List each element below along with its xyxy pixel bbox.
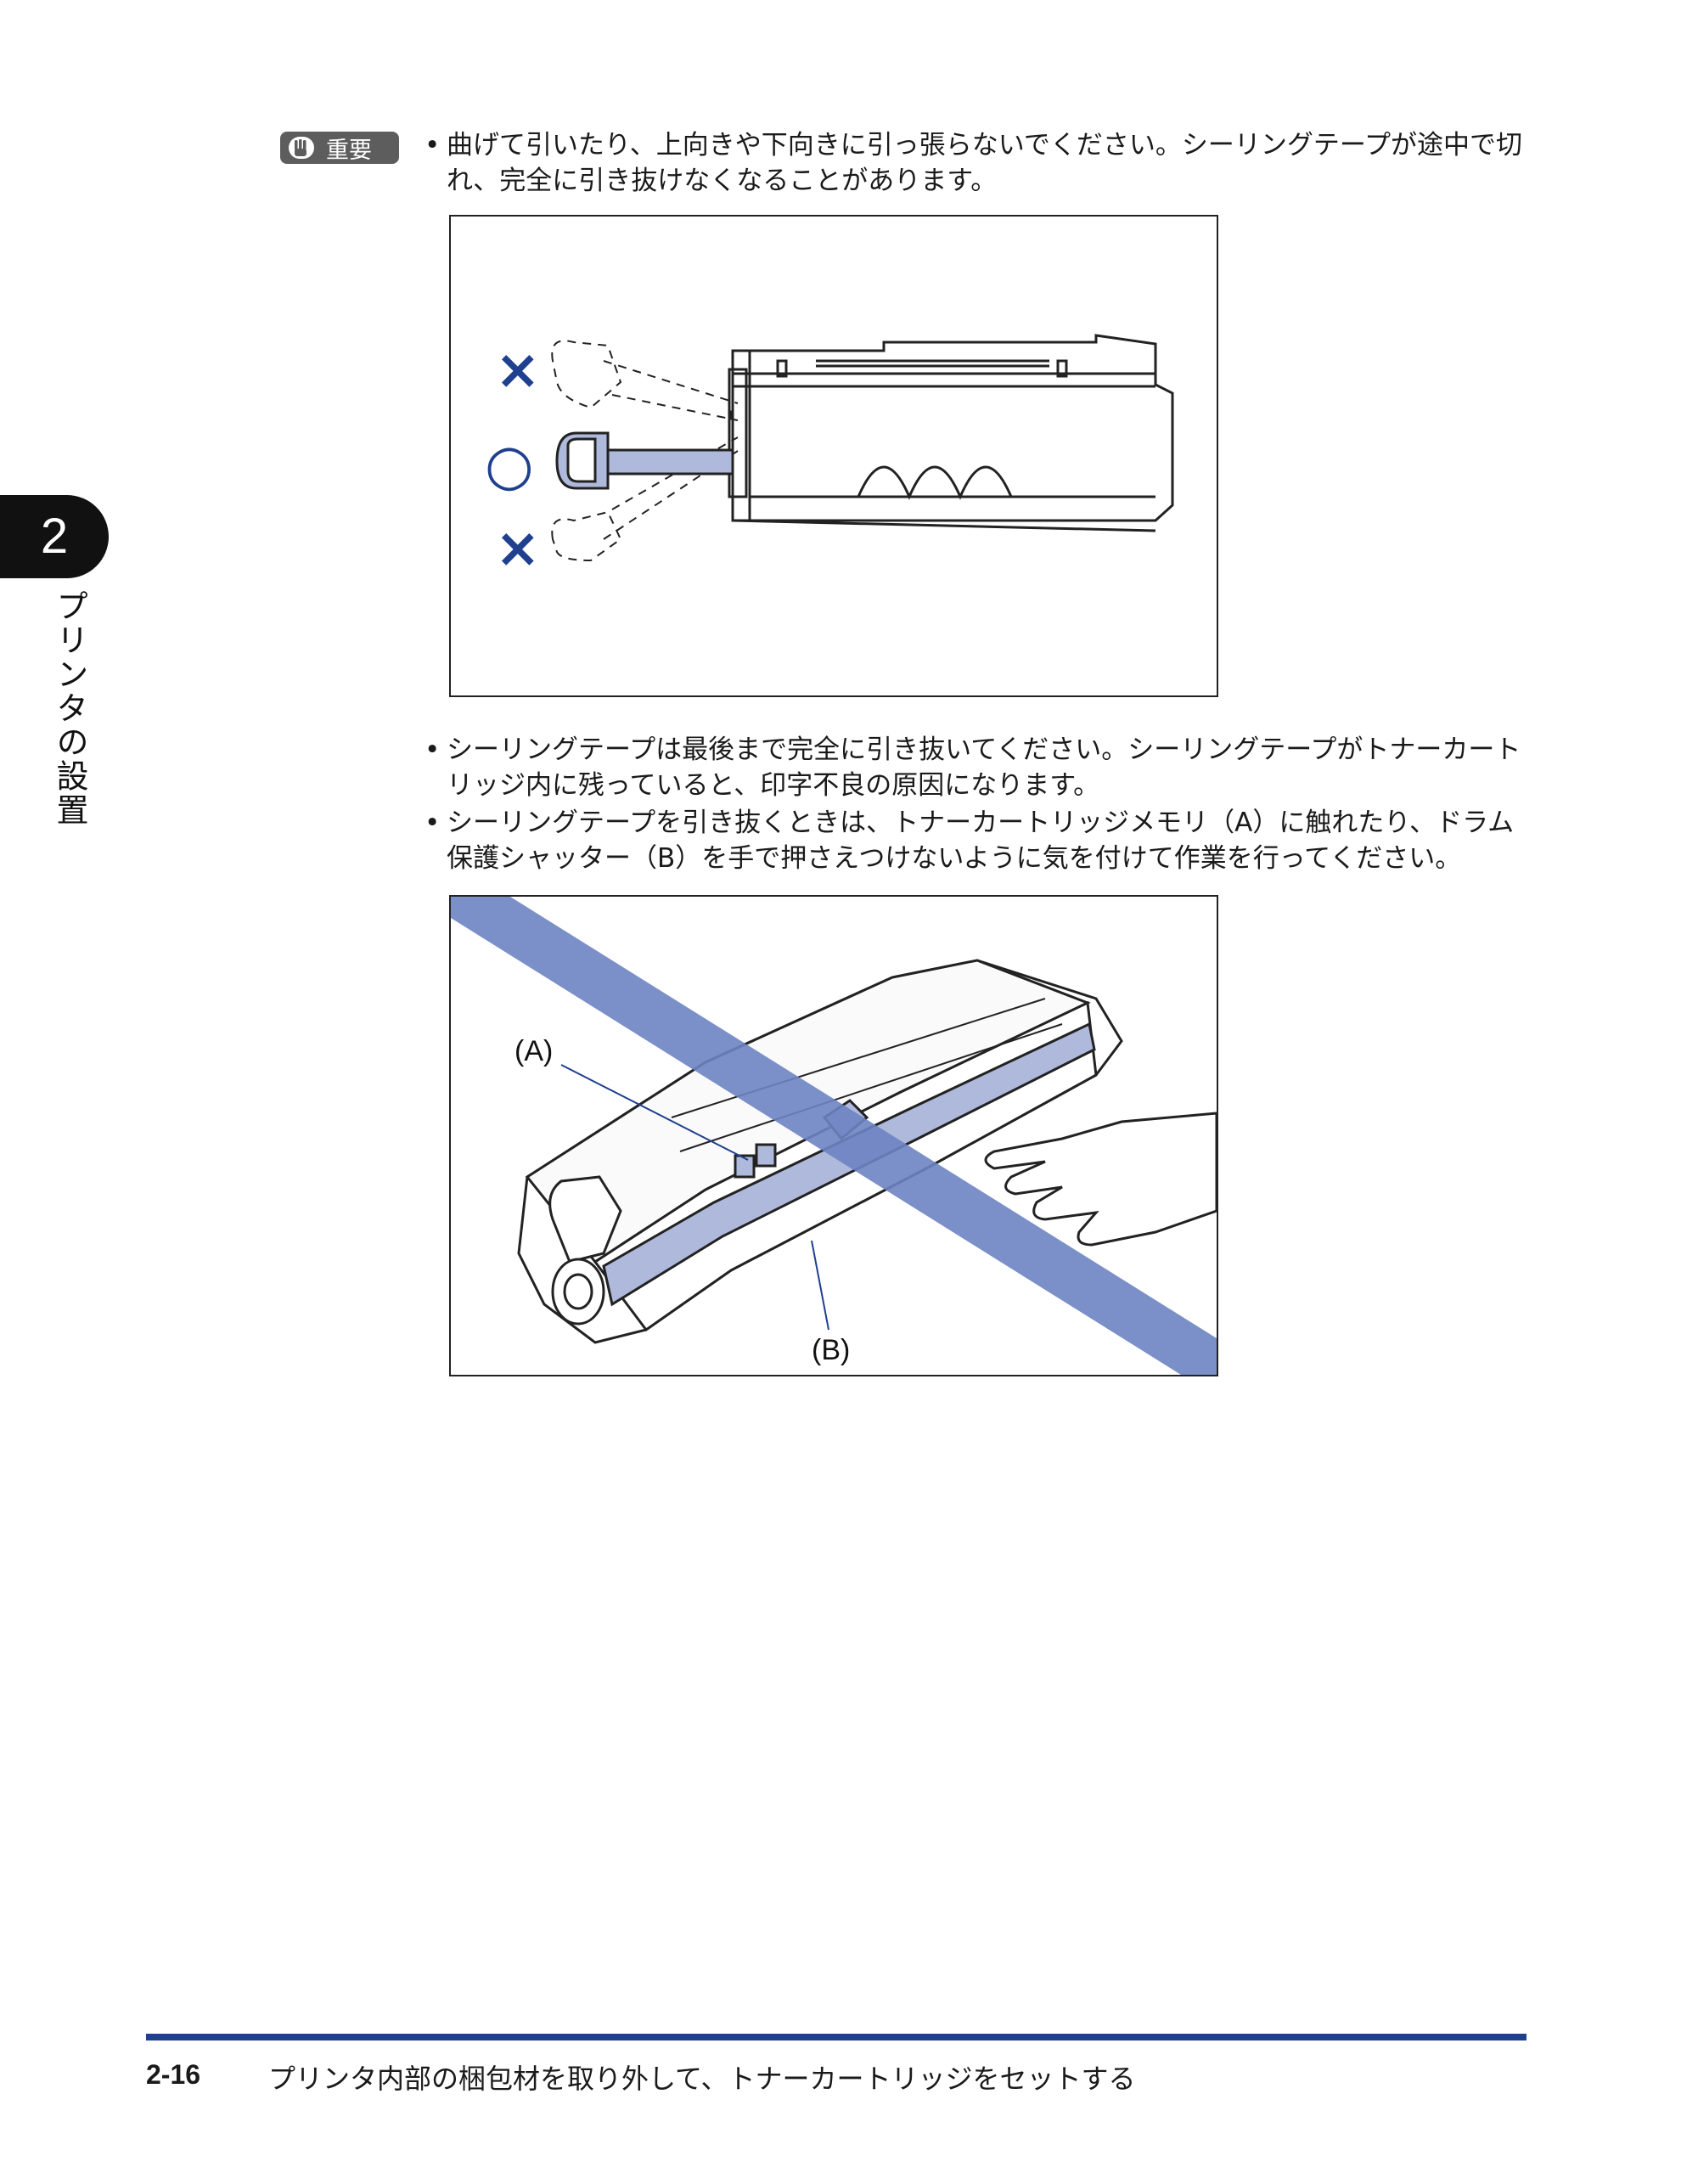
bullet-marker: •: [424, 130, 441, 160]
footer-rule: [146, 2034, 1527, 2040]
cartridge-warning-figure: (A) (B): [449, 895, 1218, 1376]
bullet-text: シーリングテープは最後まで完全に引き抜いてください。シーリングテープがトナーカー…: [447, 735, 1521, 801]
chapter-title: プリンタの設置: [51, 589, 88, 827]
wrong-mark-top: ×: [495, 339, 541, 402]
hand-stop-icon: [289, 137, 314, 159]
bullet-text: シーリングテープを引き抜くときは、トナーカートリッジメモリ（A）に触れたり、ドラ…: [447, 808, 1515, 874]
correct-mark: ○: [485, 432, 534, 498]
important-badge: 重要: [280, 132, 399, 164]
important-label: 重要: [326, 137, 372, 164]
hand-illustration: [984, 1112, 1217, 1247]
bullet-text: 曲げて引いたり、上向きや下向きに引っ張らないでください。シーリングテープが途中で…: [447, 130, 1522, 196]
tape-direction-figure: × ○ ×: [449, 215, 1218, 697]
wrong-mark-bottom: ×: [495, 517, 541, 580]
footer-section-title: プリンタ内部の梱包材を取り外して、トナーカートリッジをセットする: [268, 2063, 1136, 2095]
bullet-marker: •: [424, 808, 441, 838]
chapter-tab: 2: [0, 495, 109, 578]
label-b: (B): [812, 1334, 850, 1366]
sealing-tape-correct: [555, 431, 734, 490]
label-a: (A): [514, 1035, 553, 1067]
chapter-number: 2: [40, 509, 69, 564]
bullet-item: • シーリングテープは最後まで完全に引き抜いてください。シーリングテープがトナー…: [424, 732, 1528, 803]
cartridge-side-view: [728, 334, 1174, 532]
page-number: 2-16: [146, 2059, 201, 2090]
bullet-item: • シーリングテープを引き抜くときは、トナーカートリッジメモリ（A）に触れたり、…: [424, 805, 1528, 876]
bullet-marker: •: [424, 735, 441, 765]
bullet-item: • 曲げて引いたり、上向きや下向きに引っ張らないでください。シーリングテープが途…: [424, 127, 1528, 199]
prohibition-band: [451, 897, 1217, 1375]
